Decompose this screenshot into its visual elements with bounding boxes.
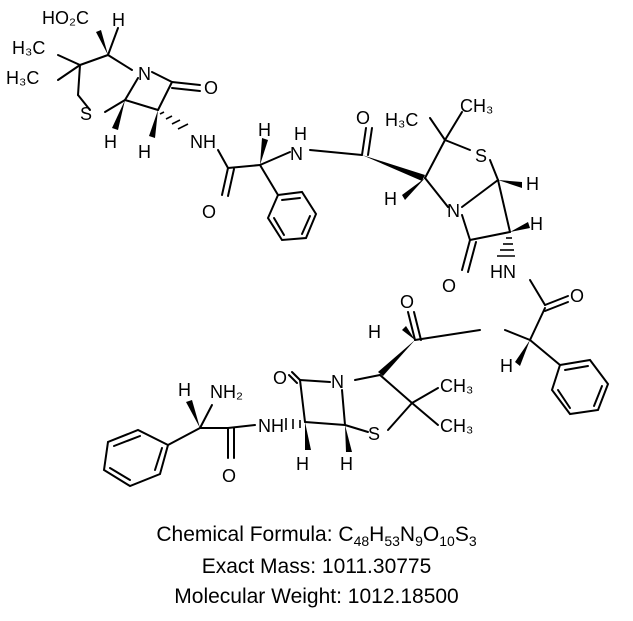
atom-h-1a: H [112,10,125,30]
atom-n-3: N [331,372,344,392]
atom-h-3b: H [296,454,309,474]
unit-2-penam: O H₃C CH₃ S H H N H O HN [309,96,543,296]
atom-o-2b: O [442,276,456,296]
atom-h-1c: H [138,142,151,162]
atom-ho2c-1: HO₂C [42,8,89,28]
formula-label: Chemical Formula: [156,523,339,546]
atom-o-3a: O [400,292,414,312]
atom-h3c-2: H₃C [385,110,418,130]
linker-2: O H [500,279,610,416]
atom-s-1: S [80,104,92,124]
atom-o-1: O [204,78,218,98]
atom-nh-1: NH [190,132,216,152]
atom-nh-3: NH [258,416,284,436]
unit-3-penam: O H O N CH₃ CH₃ S H H NH [258,292,481,474]
atom-h-nterm: H [178,380,191,400]
atom-h-3a: H [368,322,381,342]
chemical-formula: Chemical Formula: C48H53N9O10S3 [156,523,477,550]
atom-h-link1: H [258,120,271,140]
atom-o-link1: O [202,202,216,222]
atom-o-3b: O [273,368,287,388]
atom-o-link2: O [570,286,584,306]
atom-o-nterm: O [222,466,236,486]
atom-ch3-3a: CH₃ [440,376,473,396]
exact-mass: Exact Mass: 1011.30775 [201,555,432,578]
atom-o-2a: O [356,108,370,128]
n-terminal-linker: H NH₂ O [102,380,256,488]
atom-h-hn-1: H [294,124,307,144]
atom-ch3-2: CH₃ [460,96,493,116]
atom-h-3c: H [340,454,353,474]
atom-n-2: N [447,201,460,221]
atom-ch3-3b: CH₃ [440,416,473,436]
atom-h-link2: H [500,356,513,376]
atom-nh2: NH₂ [210,382,243,402]
atom-hn-2: HN [490,262,516,282]
atom-n-hn-1: N [290,144,303,164]
molecular-weight: Molecular Weight: 1012.18500 [174,585,459,608]
atom-s-3: S [368,424,380,444]
atom-h-2b: H [526,174,539,194]
atom-h-1b: H [104,132,117,152]
atom-h-2a: H [384,189,397,209]
atom-s-2: S [475,146,487,166]
atom-h-2c: H [530,214,543,234]
atom-n-1: N [138,64,151,84]
linker-1: O H H N [202,120,318,242]
atom-h3c-1a: H₃C [12,38,45,58]
atom-h3c-1b: H₃C [6,68,39,88]
unit-1-penam: HO₂C H H₃C H₃C N O S H H NH [6,8,218,162]
